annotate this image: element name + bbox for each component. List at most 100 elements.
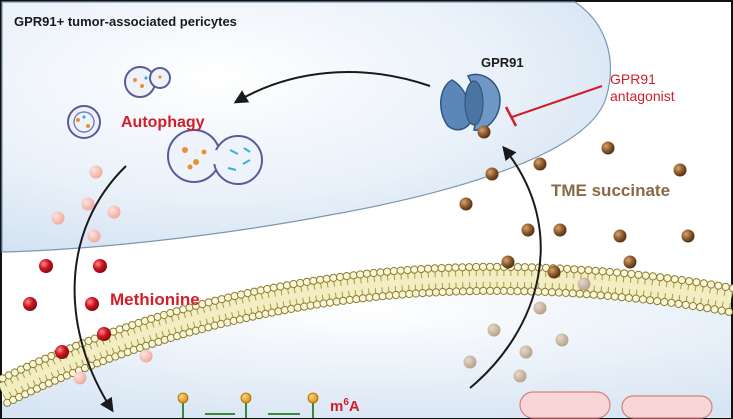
lipid-head <box>707 280 716 289</box>
succinate-bead <box>485 167 499 181</box>
succinate-bead <box>533 157 547 171</box>
methionine-bead <box>23 297 37 311</box>
m6a-label: m6A <box>330 397 360 415</box>
lipid-head <box>486 286 495 295</box>
lipid-head <box>267 308 276 317</box>
lipid-head <box>224 293 233 302</box>
lipid-head <box>660 297 669 307</box>
lipid-head <box>714 281 723 290</box>
antagonist-inhibition <box>504 85 603 127</box>
lipid-head <box>403 266 412 275</box>
lipid-head <box>425 288 434 297</box>
lipid-head <box>306 301 315 310</box>
methionine-precursor-bead <box>87 229 101 243</box>
lipid-head <box>472 262 481 272</box>
arrow-autophagy-to-methionine <box>73 165 127 413</box>
succinate-bead <box>601 141 615 155</box>
lipid-head <box>627 269 636 279</box>
lipid-head <box>591 266 600 275</box>
lipid-head <box>513 287 522 296</box>
lower-cell-region <box>2 282 731 418</box>
m6a-superscript: 6 <box>343 397 349 408</box>
lipid-head <box>369 268 378 278</box>
methionine-precursor-bead <box>51 211 65 225</box>
lipid-head <box>479 262 488 271</box>
lipid-head <box>485 262 495 271</box>
lipid-head <box>276 282 285 291</box>
lipid-head <box>451 263 460 272</box>
lipid-head <box>269 283 278 292</box>
lipid-head <box>396 266 405 275</box>
lipid-head <box>293 303 302 312</box>
lipid-head <box>349 271 358 280</box>
lipid-head <box>385 291 394 300</box>
lipid-head <box>302 277 311 286</box>
lipid-head <box>492 286 502 295</box>
lipid-head <box>547 288 557 297</box>
lipid-head <box>287 304 296 313</box>
lipid-head <box>326 298 335 307</box>
lipid-head <box>458 287 468 296</box>
succinate-bead <box>547 265 561 279</box>
lipid-head <box>230 292 239 301</box>
methionine-precursor-bead <box>89 165 103 179</box>
lipid-head <box>653 297 662 306</box>
lipid-head <box>561 288 570 297</box>
lipid-head <box>492 262 502 271</box>
lipid-head <box>410 265 419 274</box>
succinate-bead <box>553 223 567 237</box>
lipid-head <box>250 287 259 296</box>
lipid-head <box>577 265 586 274</box>
lipid-head <box>423 264 433 273</box>
antagonist-label-line1: GPR91 <box>610 71 656 87</box>
lipid-head <box>648 272 658 281</box>
lipid-head <box>438 287 447 297</box>
lipid-head <box>376 268 385 277</box>
lipid-head <box>398 290 407 299</box>
lipid-head <box>568 289 577 298</box>
lipid-head <box>570 265 579 274</box>
lipid-head <box>383 267 392 276</box>
lipid-tail <box>0 386 2 390</box>
methionine-bead <box>97 327 111 341</box>
succinate-bead-faded <box>577 277 591 291</box>
succinate-bead-faded <box>487 323 501 337</box>
gpr91-label: GPR91 <box>481 55 524 70</box>
autophagosome-left <box>67 105 101 139</box>
lipid-head <box>520 287 529 296</box>
succinate-label: TME succinate <box>551 181 671 200</box>
organelle-shape <box>621 395 713 419</box>
lipid-head <box>356 270 365 279</box>
lipid-head <box>458 263 467 272</box>
m6a-suffix: A <box>348 398 360 415</box>
succinate-bead <box>477 125 491 139</box>
lipid-head <box>342 272 351 281</box>
lipid-head <box>520 263 530 272</box>
succinate-bead <box>459 197 473 211</box>
pericyte-cell-body <box>1 1 612 253</box>
methionine-precursor-bead <box>139 349 153 363</box>
lipid-bilayer-membrane <box>0 262 733 407</box>
lipid-head <box>681 300 690 309</box>
succinate-bead <box>521 223 535 237</box>
autophagosome-small <box>124 66 171 98</box>
lipid-head <box>663 274 672 283</box>
lipid-head <box>365 293 374 302</box>
lipid-head <box>289 280 298 289</box>
lipid-head <box>296 278 305 288</box>
lipid-head <box>554 288 564 297</box>
lipid-head <box>499 286 508 295</box>
lipid-head <box>598 267 607 276</box>
lipid-head <box>710 305 719 314</box>
lipid-head <box>724 307 733 316</box>
methionine-label: Methionine <box>110 290 200 309</box>
lipid-head <box>313 300 322 309</box>
lipid-head <box>589 290 598 299</box>
lipid-head <box>452 287 461 296</box>
molecule-beads <box>23 125 695 385</box>
lipid-head <box>563 264 572 273</box>
methionine-precursor-bead <box>81 197 95 211</box>
succinate-bead-faded <box>555 333 569 347</box>
lipid-head <box>656 273 665 282</box>
